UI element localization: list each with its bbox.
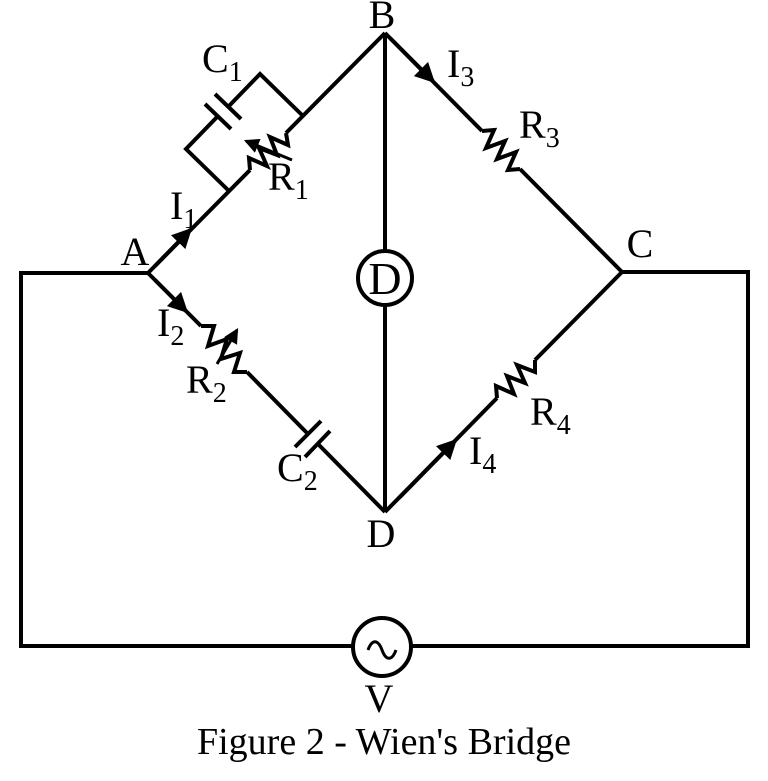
label-i1: I1 <box>170 183 197 235</box>
resistor-r3-zigzag <box>481 127 521 173</box>
wire-arm-ad-3 <box>316 442 387 514</box>
label-r2: R2 <box>186 357 227 409</box>
current-arrow-i4-icon <box>397 438 458 500</box>
label-node-a: A <box>121 229 150 274</box>
variable-resistor-r1-arrow-icon <box>243 138 293 162</box>
resistor-r4-zigzag <box>493 360 537 399</box>
wire-arm-ab-upper <box>284 31 387 135</box>
capacitor-c2-plate-lower <box>303 429 332 459</box>
label-i2: I2 <box>157 300 184 352</box>
wire-outer-left <box>19 271 353 648</box>
detector-circle <box>356 249 414 307</box>
detector-label: D <box>368 253 401 304</box>
wire-arm-bc-2 <box>518 167 624 274</box>
label-c1: C1 <box>202 36 243 88</box>
current-arrow-i2-icon <box>153 278 189 314</box>
label-c2: C2 <box>277 445 318 497</box>
label-r4: R4 <box>530 389 571 441</box>
label-node-b: B <box>369 0 396 37</box>
wire-outer-right <box>411 270 750 648</box>
figure-caption: Figure 2 - Wien's Bridge <box>197 721 571 763</box>
wire-arm-ad-2 <box>245 370 310 436</box>
label-i3: I3 <box>447 41 474 93</box>
capacitor-c1-plate-left <box>203 102 233 131</box>
capacitor-c2-plate-upper <box>293 419 323 449</box>
label-r3: R3 <box>519 102 560 154</box>
label-r1: R1 <box>268 154 309 206</box>
wire-arm-dc-2 <box>533 270 624 362</box>
label-source-v: V <box>365 676 394 721</box>
label-i4: I4 <box>469 428 496 480</box>
variable-resistor-r2-arrow-icon <box>215 328 239 365</box>
resistor-r2-zigzag <box>201 324 247 374</box>
ac-sine-icon <box>366 640 398 660</box>
current-arrow-i3-icon <box>388 36 436 84</box>
label-node-c: C <box>627 221 654 266</box>
wire-c1-branch-right <box>226 71 305 118</box>
label-node-d: D <box>367 511 396 556</box>
current-arrow-i1-icon <box>153 227 193 268</box>
wire-c1-branch-left <box>183 114 231 193</box>
